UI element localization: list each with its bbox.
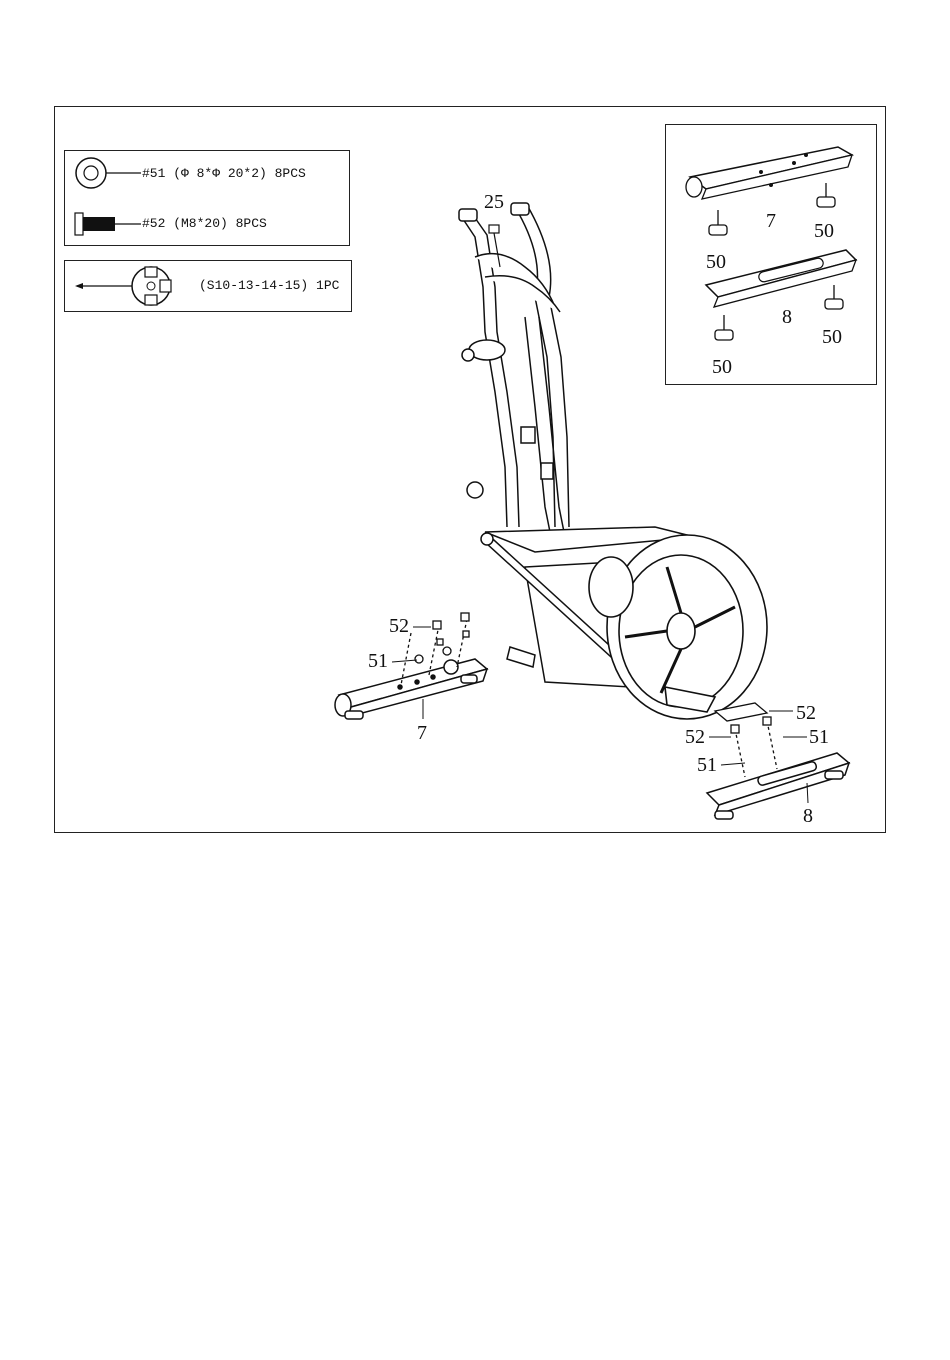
callout-inset-7: 7	[766, 210, 776, 232]
callout-inset-50-c: 50	[822, 326, 842, 348]
callout-25: 25	[484, 191, 504, 213]
callout-8-main: 8	[803, 805, 813, 827]
hardware-pack-box: #51 (Φ 8*Φ 20*2) 8PCS #52 (M8*20) 8PCS	[64, 150, 350, 246]
front-stabilizer-detail	[686, 147, 852, 199]
washer-spec-label: #51 (Φ 8*Φ 20*2) 8PCS	[142, 166, 306, 181]
main-mast	[521, 317, 567, 547]
callout-52-rear-a: 52	[796, 702, 816, 724]
console-cable	[489, 225, 500, 267]
callout-inset-8: 8	[782, 306, 792, 328]
callout-51-rear-a: 51	[809, 726, 829, 748]
front-stabilizer	[335, 659, 487, 719]
callout-inset-50-b: 50	[706, 251, 726, 273]
stabilizer-detail-inset: 7 50 50 8 50 50	[665, 124, 877, 385]
callout-7-main: 7	[417, 722, 427, 744]
front-bolts	[401, 613, 469, 685]
callout-52-rear-b: 52	[685, 726, 705, 748]
callout-inset-50-a: 50	[814, 220, 834, 242]
tool-box: (S10-13-14-15) 1PC	[64, 260, 352, 312]
bolt-icon	[75, 213, 141, 235]
moving-arm-right	[511, 203, 569, 527]
bolt-spec-label: #52 (M8*20) 8PCS	[142, 216, 267, 231]
stabilizer-detail-drawing: 7 50 50 8 50 50	[666, 125, 876, 384]
flywheel-shroud	[589, 535, 767, 719]
handlebar-grips	[462, 254, 560, 498]
callout-inset-50-d: 50	[712, 356, 732, 378]
moving-arm-left	[459, 209, 519, 527]
callout-51-front: 51	[368, 650, 388, 672]
rear-bolts	[715, 703, 777, 777]
rear-stabilizer	[707, 753, 849, 819]
assembly-diagram-frame: #51 (Φ 8*Φ 20*2) 8PCS #52 (M8*20) 8PCS (…	[54, 106, 886, 833]
washer-icon	[76, 158, 141, 188]
callout-52-front: 52	[389, 615, 409, 637]
main-frame	[481, 527, 695, 698]
callout-51-rear-b: 51	[697, 754, 717, 776]
wrench-spec-label: (S10-13-14-15) 1PC	[199, 278, 339, 293]
